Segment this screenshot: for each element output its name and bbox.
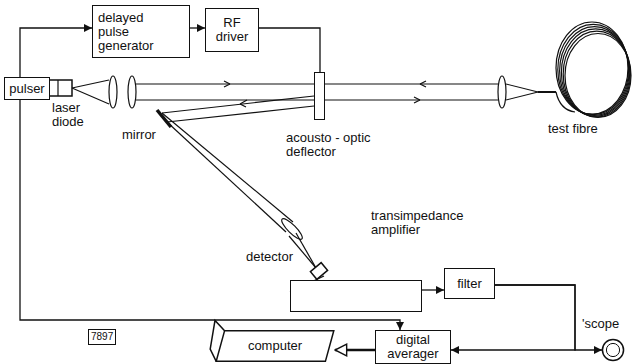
signal-connector bbox=[190, 27, 205, 28]
signal-connector bbox=[335, 349, 375, 352]
light-beam bbox=[162, 96, 314, 113]
part-label: laser diode bbox=[52, 101, 100, 129]
node-label: digital averager bbox=[380, 333, 446, 361]
light-beam bbox=[167, 122, 286, 232]
light-beam bbox=[167, 106, 314, 122]
laser-diode-detail bbox=[57, 80, 58, 96]
light-beam bbox=[72, 80, 109, 88]
computer-terminal: computer bbox=[215, 330, 335, 362]
light-beam bbox=[506, 92, 538, 100]
part-label: test fibre bbox=[548, 122, 598, 136]
signal-connector bbox=[422, 289, 444, 290]
light-beam bbox=[162, 113, 293, 222]
computer-body bbox=[216, 331, 334, 362]
light-beam bbox=[325, 83, 498, 84]
node-heading: transimpedance amplifier bbox=[371, 209, 475, 237]
fibre-end bbox=[538, 91, 556, 93]
lens bbox=[279, 216, 304, 241]
lens bbox=[109, 76, 117, 108]
scope-circle bbox=[602, 339, 623, 360]
part-label: mirror bbox=[122, 128, 156, 142]
process-box: filter bbox=[444, 268, 495, 299]
computer-side bbox=[210, 320, 224, 361]
light-beam bbox=[289, 236, 316, 268]
signal-connector bbox=[259, 28, 320, 72]
photodetector bbox=[310, 263, 327, 280]
process-box: pulser bbox=[4, 77, 50, 100]
fibre-turn bbox=[563, 31, 630, 117]
fibre-coil bbox=[556, 22, 631, 118]
scope-display: 'scope bbox=[602, 339, 624, 361]
lens bbox=[128, 76, 136, 108]
light-beam bbox=[136, 83, 314, 84]
fibre-turn bbox=[561, 29, 629, 116]
scope-outline bbox=[602, 339, 624, 361]
lens bbox=[498, 76, 506, 108]
signal-connector bbox=[20, 28, 92, 77]
node-heading: 'scope bbox=[582, 317, 630, 331]
fibre-turn bbox=[558, 24, 629, 114]
beam-arrow bbox=[224, 81, 230, 87]
node-label: pulser bbox=[9, 82, 44, 96]
process-box: digital averager bbox=[375, 330, 451, 364]
process-box: RF driver bbox=[205, 8, 259, 52]
beam-arrow bbox=[414, 97, 420, 103]
node-label: filter bbox=[457, 277, 482, 291]
fibre-turn bbox=[565, 34, 631, 118]
node-label: delayed pulse generator bbox=[98, 11, 164, 53]
light-beam bbox=[506, 84, 538, 92]
deflector-cell: acousto - optic deflector bbox=[314, 72, 325, 120]
scope-screen bbox=[606, 343, 619, 356]
figure-number: 7897 bbox=[88, 329, 116, 345]
part-label: detector bbox=[246, 250, 293, 264]
node-label: computer bbox=[248, 339, 302, 353]
process-box: delayed pulse generator bbox=[92, 5, 190, 58]
beam-arrow bbox=[240, 100, 247, 107]
fibre-turn bbox=[560, 27, 630, 116]
amplifier-box: transimpedance amplifier bbox=[290, 280, 422, 312]
light-beam bbox=[325, 99, 498, 100]
node-label: RF driver bbox=[210, 16, 254, 44]
fibre-lead bbox=[556, 92, 575, 112]
fibre-turn bbox=[556, 22, 628, 114]
beam-arrow bbox=[420, 81, 426, 87]
node-heading: acousto - optic deflector bbox=[286, 131, 378, 159]
light-beam bbox=[296, 233, 316, 268]
